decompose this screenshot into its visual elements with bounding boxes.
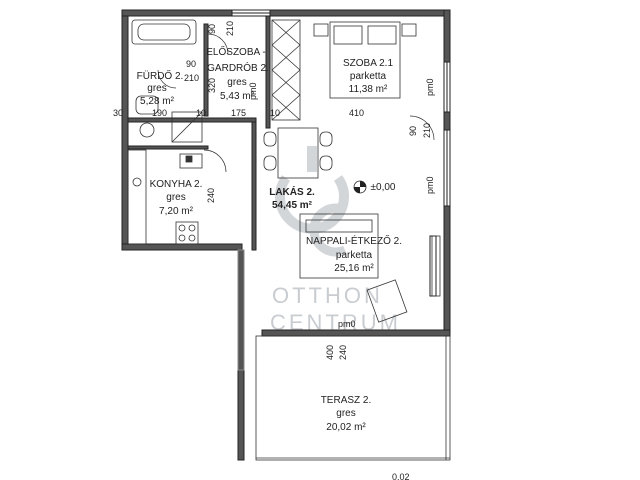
dim-240a: 240 — [206, 188, 216, 203]
dim-10b: 10 — [270, 108, 280, 118]
level-marker — [353, 180, 367, 194]
watermark-line1: OTTHON — [272, 283, 383, 308]
level-value: ±0,00 — [371, 182, 396, 193]
living-name: NAPPALI-ÉTKEZŐ 2. — [306, 233, 402, 247]
wardrobe — [271, 19, 301, 121]
hall-name: ELŐSZOBA - — [206, 44, 265, 58]
dining-set — [263, 127, 333, 179]
dim-320: 320 — [207, 78, 217, 93]
living-area: 25,16 m² — [334, 263, 374, 274]
pm0-a: pm0 — [425, 78, 435, 96]
hall-name2: GARDRÓB 2. — [207, 61, 269, 74]
doors — [157, 33, 435, 173]
terrace — [255, 335, 451, 461]
pm0-d: pm0 — [248, 82, 258, 100]
apartment-name: LAKÁS 2. — [269, 185, 315, 198]
hall-area: 5,43 m² — [220, 91, 255, 102]
dim-90c: 90 — [408, 126, 418, 136]
dim-30: 30 — [113, 108, 123, 118]
apartment-area: 54,45 m² — [272, 200, 313, 211]
bath-floor: gres — [147, 83, 166, 94]
dim-90b: 90 — [186, 59, 196, 69]
dim-90a: 90 — [207, 24, 217, 34]
dim-410: 410 — [349, 108, 364, 118]
bedroom-area: 11,38 m² — [349, 84, 388, 95]
kitchen-area: 7,20 m² — [159, 206, 194, 217]
pm0-c: pm0 — [338, 319, 356, 329]
walls — [121, 9, 451, 461]
bath-area: 5,28 m² — [140, 96, 175, 107]
kitchen-fixtures — [127, 149, 203, 245]
room-labels: FÜRDŐ 2. gres 5,28 m² ELŐSZOBA - GARDRÓB… — [137, 44, 402, 433]
bedroom-floor: parketta — [350, 71, 387, 82]
dim-210c: 210 — [422, 123, 432, 138]
dim-10a: 10 — [196, 108, 206, 118]
bath-name: FÜRDŐ 2. — [137, 68, 184, 82]
living-floor: parketta — [336, 250, 373, 261]
bedroom-name: SZOBA 2.1 — [343, 58, 393, 69]
dimension-labels: 90 210 90 210 320 30 190 10 175 10 410 9… — [113, 21, 435, 480]
hall-floor: gres — [227, 77, 246, 88]
dim-210b: 210 — [184, 73, 199, 83]
kitchen-name: KONYHA 2. — [150, 179, 203, 190]
terrace-name: TERASZ 2. — [321, 395, 372, 406]
kitchen-floor: gres — [166, 192, 185, 203]
dim-210a: 210 — [225, 21, 235, 36]
dim-002: 0,02 — [392, 472, 410, 480]
dim-240b: 240 — [338, 345, 348, 360]
bathroom-fixtures — [131, 19, 203, 143]
dim-175: 175 — [231, 108, 246, 118]
terrace-area: 20,02 m² — [326, 422, 366, 433]
dim-190: 190 — [152, 108, 167, 118]
pm0-b: pm0 — [425, 176, 435, 194]
terrace-floor: gres — [336, 408, 355, 419]
living-furniture — [299, 213, 441, 323]
dim-400: 400 — [325, 345, 335, 360]
bed — [313, 21, 417, 99]
